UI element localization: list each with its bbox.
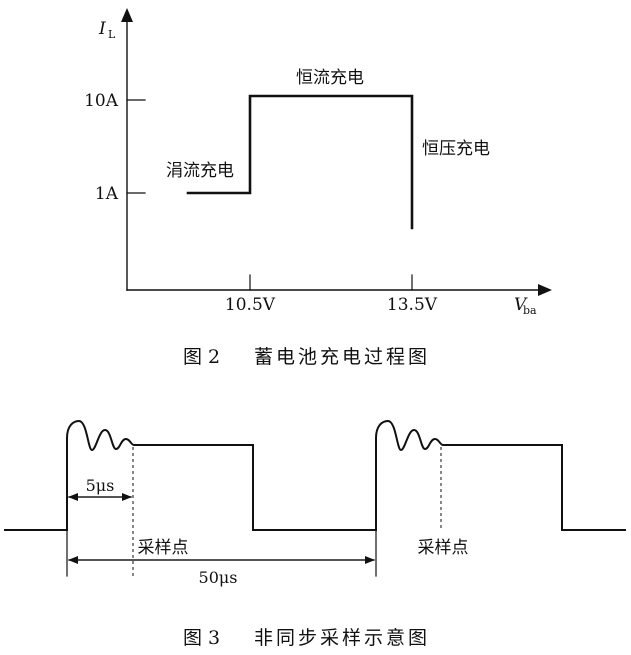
figure-3-caption-text: 非同步采样示意图: [254, 627, 430, 649]
x-tick-label-10-5v: 10.5V: [225, 295, 276, 315]
dimension-5us-label: 5μs: [86, 476, 115, 495]
dimension-50us-label: 50μs: [199, 568, 238, 587]
pulse-2: [375, 419, 626, 531]
x-axis-subscript: ba: [523, 304, 537, 317]
stage-label-trickle: 涓流充电: [166, 161, 234, 181]
x-axis-label: V: [514, 295, 528, 315]
stage-label-constant-current: 恒流充电: [296, 68, 364, 88]
figure-2-caption-text: 蓄电池充电过程图: [254, 346, 430, 368]
y-axis-subscript: L: [108, 28, 116, 41]
figure-3-sampling-diagram: 5μs 50μs 采样点 采样点 图 3 非同步采样示意图: [4, 419, 626, 649]
x-axis-arrow: [538, 284, 552, 296]
y-tick-label-10a: 10A: [84, 91, 119, 111]
figure-3-caption-number: 图 3: [183, 627, 220, 649]
y-axis-arrow: [121, 8, 133, 22]
figure-2-charging-diagram: I L V ba 10A 1A 10.5V 13.5V 涓流充电 恒流充电 恒压…: [84, 8, 552, 368]
y-tick-label-1a: 1A: [95, 184, 119, 204]
sample-point-label-2: 采样点: [418, 538, 469, 558]
x-tick-label-13-5v: 13.5V: [387, 295, 438, 315]
sample-point-label-1: 采样点: [138, 538, 189, 558]
stage-label-constant-voltage: 恒压充电: [422, 139, 490, 159]
y-axis-label: I: [98, 19, 106, 39]
pulse-1: [66, 419, 254, 531]
figure-2-caption-number: 图 2: [183, 346, 220, 368]
charging-current-curve: [186, 94, 414, 230]
